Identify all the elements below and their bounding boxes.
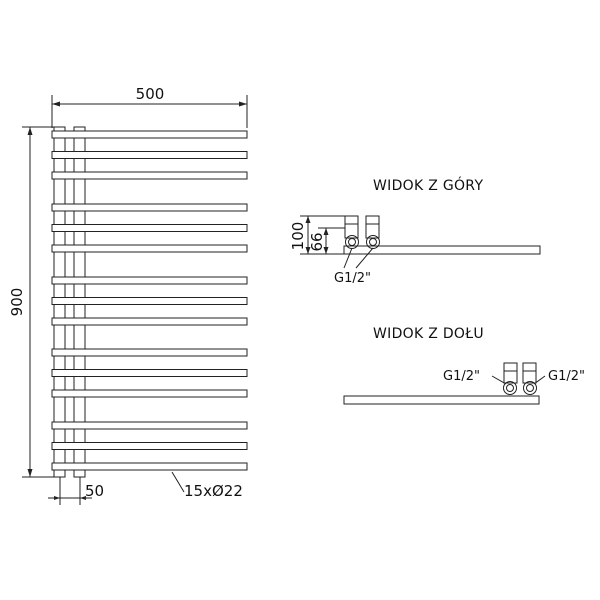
top-view-valve-left <box>344 215 359 239</box>
top-view-bar <box>343 245 541 255</box>
bottom-view: WIDOK Z DOŁU G1/2" G1/2" <box>343 326 585 405</box>
horizontal-bars <box>51 130 248 471</box>
spacing-dimension-label: 50 <box>85 482 104 500</box>
bottom-view-bar <box>343 395 540 405</box>
horizontal-bar <box>51 442 248 450</box>
bottom-view-thread-left-label: G1/2" <box>443 369 480 384</box>
width-dimension-label: 500 <box>136 85 165 103</box>
bottom-view-title: WIDOK Z DOŁU <box>373 326 484 342</box>
width-dimension: 500 <box>51 85 248 128</box>
bottom-view-connection-right <box>523 381 537 395</box>
horizontal-bar <box>51 348 248 357</box>
bottom-view-connection-left <box>503 381 517 395</box>
horizontal-bar <box>51 462 248 471</box>
top-view-thread-label: G1/2" <box>334 271 371 286</box>
spacing-dimension: 50 <box>48 477 104 505</box>
height-dimension-label: 900 <box>8 288 26 317</box>
depth-dimension-label: 100 <box>289 222 307 251</box>
horizontal-bar <box>51 276 248 285</box>
horizontal-bar <box>51 297 248 305</box>
horizontal-bar <box>51 369 248 377</box>
horizontal-bar <box>51 389 248 398</box>
horizontal-bar <box>51 421 248 430</box>
bottom-view-valve-left <box>503 362 518 384</box>
height-dimension: 900 <box>8 126 62 478</box>
axis-dimension-label: 66 <box>308 232 326 251</box>
front-view: 500 900 50 15xØ22 <box>8 85 248 505</box>
top-view-valve-right <box>365 215 380 239</box>
bottom-view-valve-right <box>522 362 537 384</box>
horizontal-bar <box>51 317 248 326</box>
horizontal-bar <box>51 130 248 139</box>
bottom-view-thread-right-label: G1/2" <box>548 369 585 384</box>
horizontal-bar <box>51 244 248 253</box>
horizontal-bar <box>51 151 248 159</box>
horizontal-bar <box>51 171 248 180</box>
tube-spec-label: 15xØ22 <box>184 482 243 500</box>
top-view: WIDOK Z GÓRY 100 66 G1/2" <box>289 176 541 286</box>
tube-spec-callout: 15xØ22 <box>171 471 243 500</box>
horizontal-bar <box>51 203 248 212</box>
horizontal-bar <box>51 224 248 232</box>
top-view-title: WIDOK Z GÓRY <box>373 176 483 194</box>
